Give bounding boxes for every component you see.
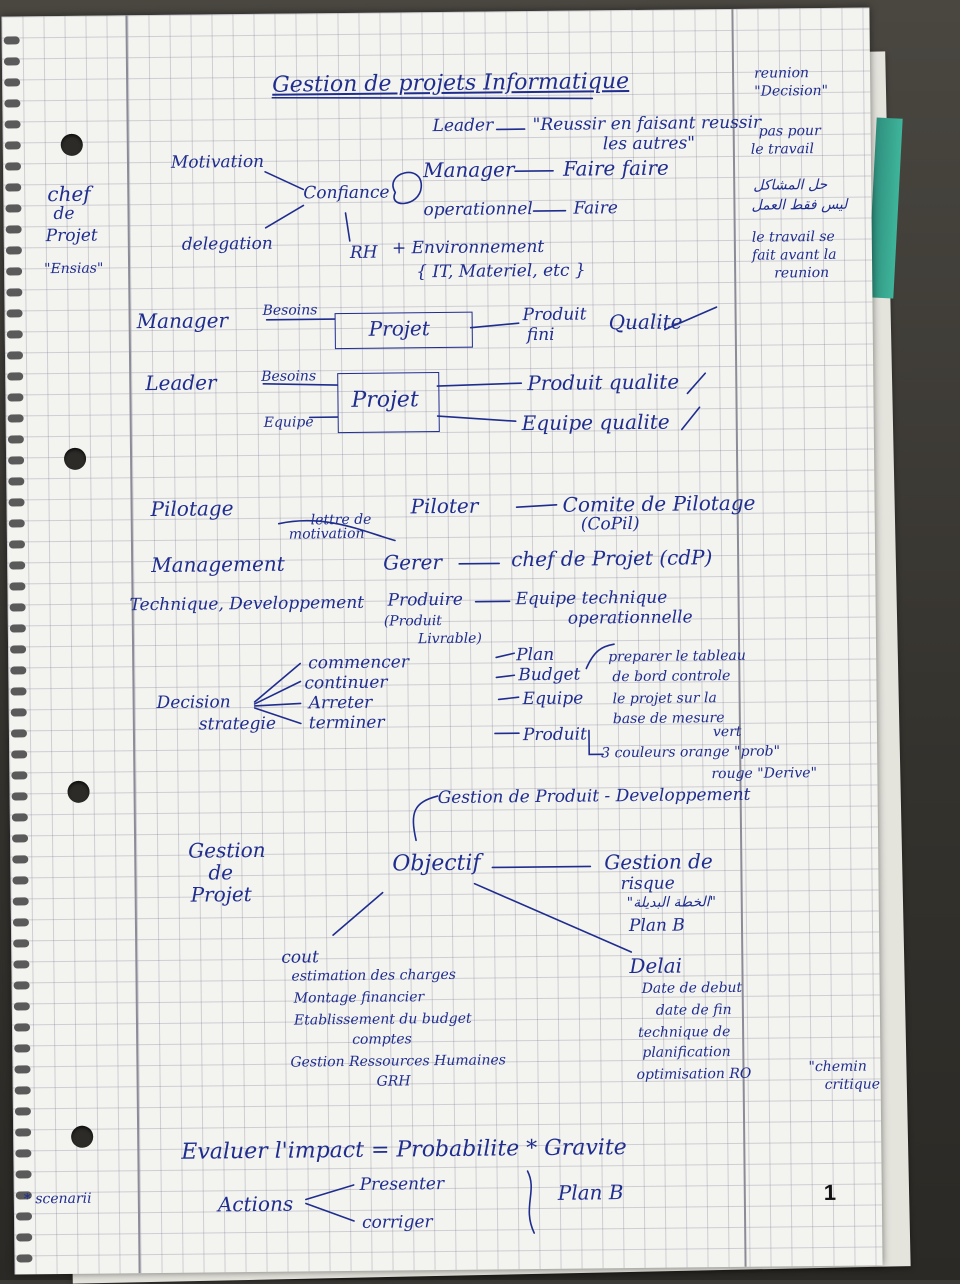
arrow-decision-continuer <box>254 681 300 703</box>
page-number: 1 <box>824 1180 837 1206</box>
arrow-manager-input <box>267 319 335 320</box>
arrow-decision-commencer <box>254 663 300 701</box>
arrow-objectif-produit <box>413 796 438 840</box>
arrow-item-plan <box>496 653 514 657</box>
arrow-leader-output-1 <box>437 383 521 386</box>
notebook-page: Gestion de projets Informatique chef de … <box>1 7 882 1274</box>
arrow-risque-objectif <box>492 866 590 867</box>
arrow-piloter-comite <box>517 505 557 507</box>
arrow-leader-output-2 <box>438 415 516 422</box>
arrow-actions-presenter <box>306 1185 354 1200</box>
arrow-item-equipe <box>499 697 519 699</box>
arrow-decision-terminer <box>255 707 301 723</box>
title-underline <box>272 94 592 101</box>
arrow-leader-quality-2 <box>682 407 700 429</box>
arrow-item-budget <box>496 675 514 677</box>
ink-connectors <box>1 7 882 1274</box>
arrow-confiance-motivation <box>265 171 303 189</box>
arrow-confiance-rh <box>346 213 350 241</box>
hook-couleurs <box>589 730 603 754</box>
arrow-leader-quality-1 <box>687 373 705 393</box>
arrow-decision-arreter <box>255 703 301 705</box>
arrow-manager-quality <box>665 307 717 330</box>
arrow-confiance-delegation <box>265 205 303 227</box>
arrow-lettre <box>279 520 395 542</box>
brace-plan-b <box>528 1171 535 1233</box>
arrow-manager-output <box>471 323 519 328</box>
loop-confiance-manager <box>393 172 422 203</box>
brace-tableau <box>586 644 614 668</box>
arrow-objectif-cout <box>333 893 383 936</box>
arrow-objectif-delai <box>475 882 632 954</box>
arrow-actions-corriger <box>306 1203 354 1222</box>
arrow-leader-input-1 <box>263 383 337 386</box>
